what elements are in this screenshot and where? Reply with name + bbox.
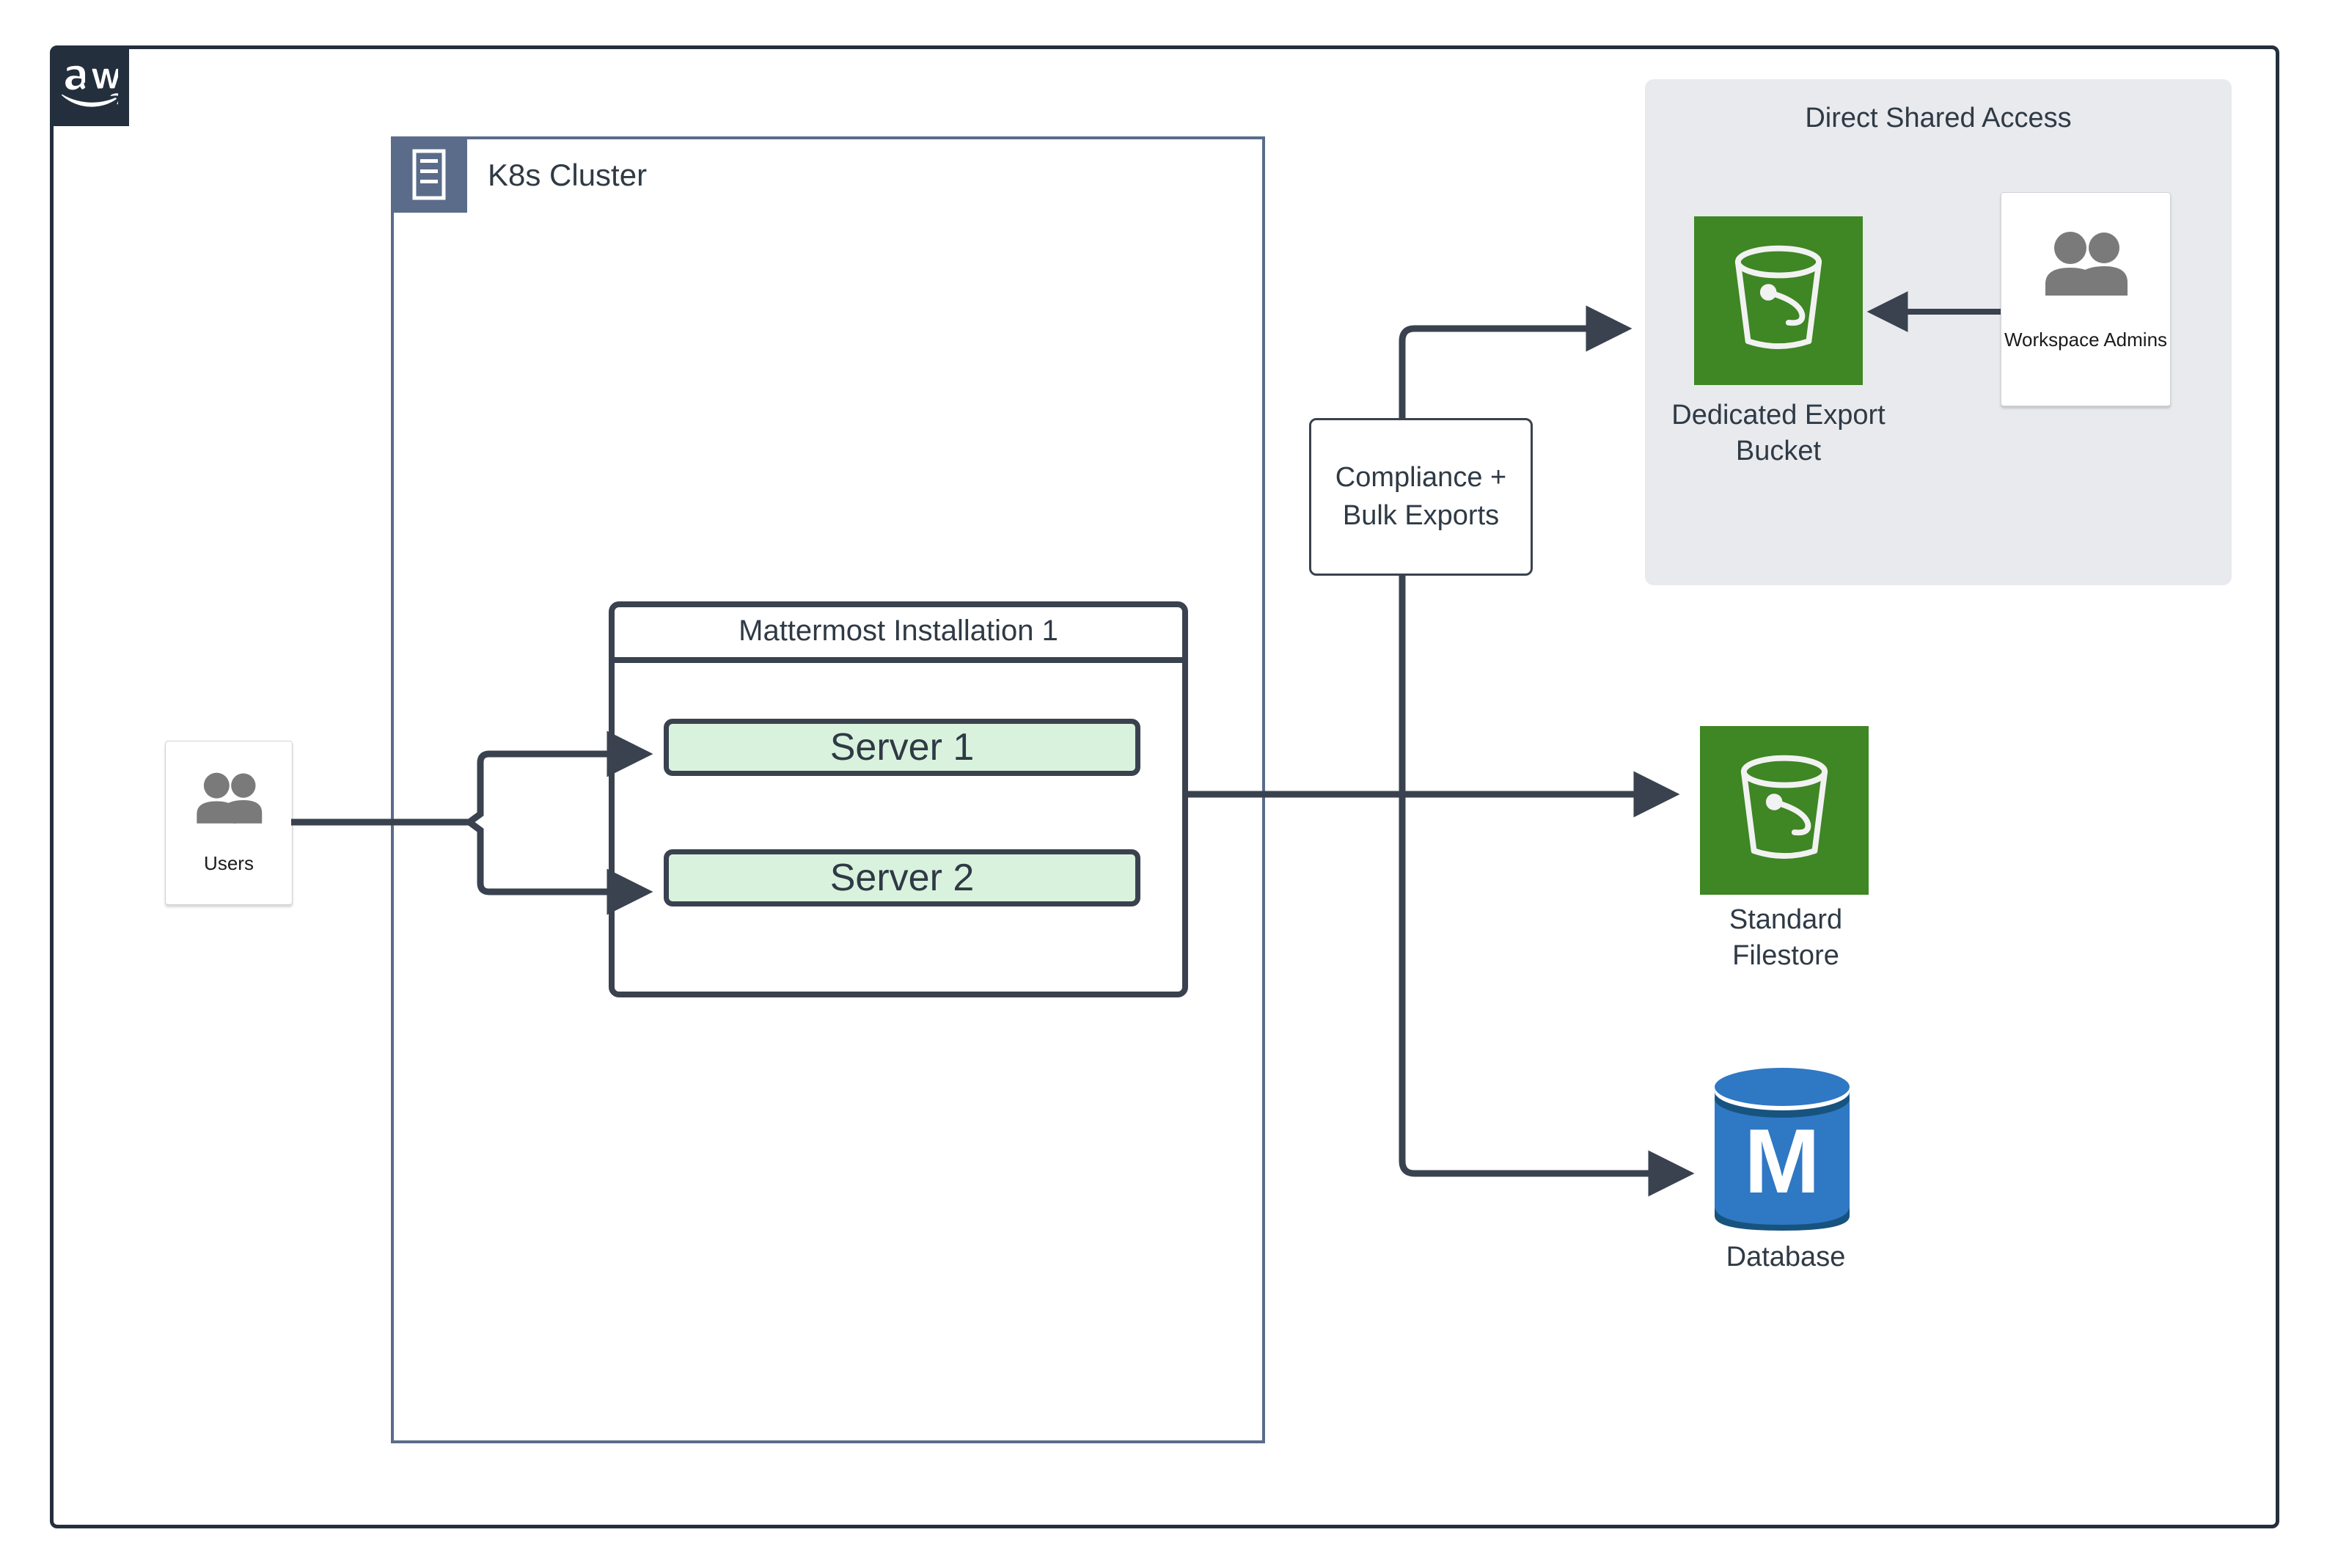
s3-bucket-icon bbox=[1694, 216, 1863, 385]
server-node-1[interactable]: Server 1 bbox=[664, 719, 1140, 776]
svg-text:M: M bbox=[1744, 1111, 1820, 1212]
workspace-admins-card[interactable]: Workspace Admins bbox=[2001, 192, 2171, 406]
direct-shared-access-title: Direct Shared Access bbox=[1805, 103, 2072, 133]
export-bucket-caption: Dedicated Export Bucket bbox=[1602, 398, 1954, 470]
server-rack-icon bbox=[391, 136, 467, 213]
compliance-line-1: Compliance + bbox=[1335, 462, 1507, 494]
mattermost-installation-title: Mattermost Installation 1 bbox=[739, 614, 1058, 647]
s3-bucket-icon bbox=[1700, 726, 1869, 895]
filestore-caption-line1: Standard bbox=[1729, 904, 1843, 935]
workspace-admins-label: Workspace Admins bbox=[2004, 329, 2168, 351]
database-caption: Database bbox=[1613, 1239, 1958, 1275]
mattermost-installation-container bbox=[609, 601, 1188, 997]
mattermost-header-divider bbox=[612, 657, 1185, 663]
aws-logo-icon bbox=[50, 45, 129, 126]
k8s-cluster-label: K8s Cluster bbox=[488, 158, 648, 192]
filestore-caption-line2: Filestore bbox=[1732, 940, 1839, 972]
export-bucket-caption-line1: Dedicated Export bbox=[1671, 400, 1886, 431]
users-card[interactable]: Users bbox=[165, 741, 293, 905]
server-node-2[interactable]: Server 2 bbox=[664, 849, 1140, 906]
database-cylinder-icon: M bbox=[1709, 1063, 1855, 1232]
people-icon bbox=[192, 771, 265, 827]
standard-filestore-caption: Standard Filestore bbox=[1613, 902, 1958, 975]
compliance-line-2: Bulk Exports bbox=[1342, 499, 1500, 531]
users-label: Users bbox=[204, 852, 254, 874]
people-icon bbox=[2040, 230, 2132, 299]
database-caption-line1: Database bbox=[1726, 1242, 1846, 1272]
export-bucket-caption-line2: Bucket bbox=[1735, 436, 1822, 467]
compliance-bulk-exports-node[interactable]: Compliance + Bulk Exports bbox=[1309, 418, 1533, 576]
